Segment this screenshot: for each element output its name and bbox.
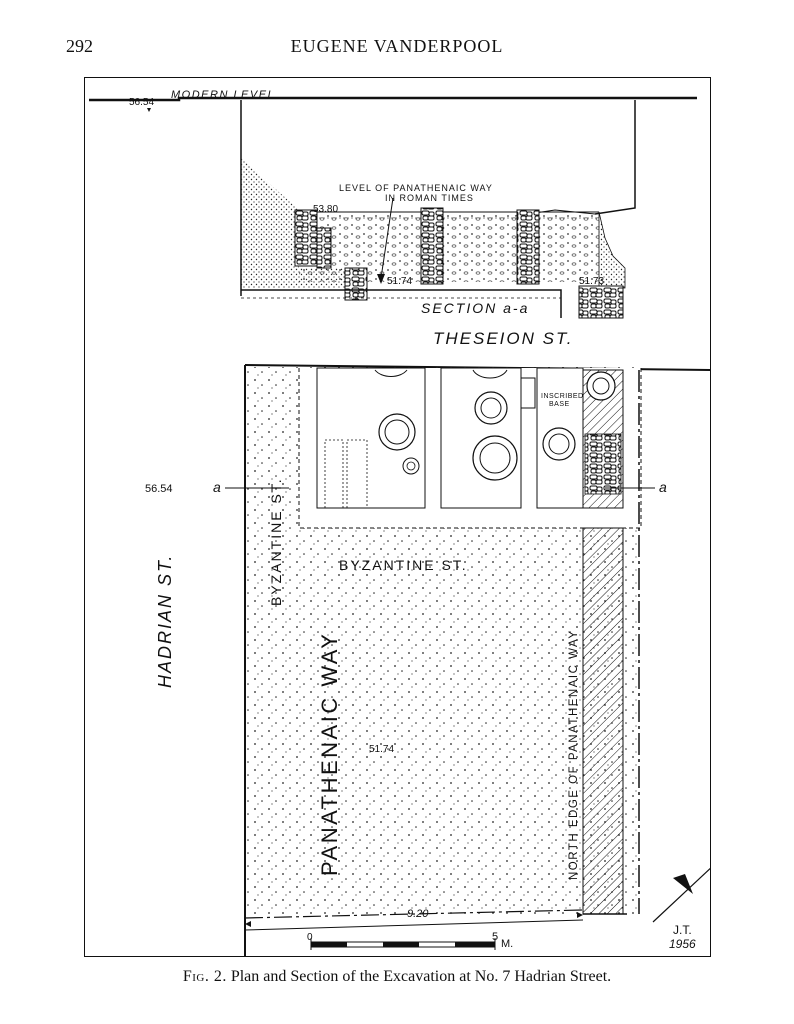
inscribed-base-label-line2: BASE <box>549 401 570 408</box>
north-arrow <box>652 867 710 923</box>
wall-stones-2 <box>316 227 332 269</box>
figure-caption: Fig. 2. Plan and Section of the Excavati… <box>0 968 794 986</box>
panathenaic-way-label: PANATHENAIC WAY <box>317 632 342 876</box>
scale-unit-label: M. <box>501 938 513 950</box>
theseion-street-label: THESEION ST. <box>433 329 574 348</box>
modern-level-label: MODERN LEVEL <box>171 89 275 101</box>
inscribed-base-stones <box>584 433 622 495</box>
caption-text: Plan and Section of the Excavation at No… <box>230 968 612 985</box>
page-number: 292 <box>66 36 93 56</box>
wall-stones-3 <box>344 267 368 301</box>
inscribed-base-label-line1: INSCRIBED <box>541 393 584 400</box>
plan-and-section-drawing: 56.54 MODERN LEVEL LEVEL OF PANATHENAIC … <box>89 89 710 956</box>
byzantine-street-horizontal-label: BYZANTINE ST. <box>339 557 468 573</box>
room-2 <box>440 367 522 509</box>
section-fill-left <box>241 158 347 288</box>
elevation-56-54-plan: 56.54 <box>145 483 173 495</box>
section-drawing: 56.54 MODERN LEVEL LEVEL OF PANATHENAIC … <box>89 89 697 319</box>
modern-level-value: 56.54 <box>129 97 154 108</box>
well-1 <box>378 413 416 451</box>
elevation-51-74-section: 51.74 <box>387 276 412 287</box>
drawing-year: 1956 <box>669 937 696 951</box>
section-marker-left: a <box>213 479 221 495</box>
byzantine-street-vertical-label: BYZANTINE ST. <box>268 477 284 606</box>
draftsman-initials: J.T. <box>673 923 692 937</box>
north-edge-label: NORTH EDGE OF PANATHENAIC WAY <box>568 629 580 880</box>
well-2 <box>402 457 420 475</box>
section-marker-right: a <box>659 479 667 495</box>
well-5 <box>542 427 576 461</box>
elevation-51-73: 51.73 <box>579 276 604 287</box>
hadrian-street-label: HADRIAN ST. <box>155 554 175 688</box>
scale-zero-label: 0 <box>307 932 313 943</box>
wall-stones-4 <box>420 207 444 285</box>
elevation-53-80: 53.80 <box>313 204 338 215</box>
panathenaic-level-label-line2: IN ROMAN TIMES <box>385 193 474 203</box>
scale-bar <box>310 938 496 950</box>
plan-drawing <box>225 364 710 956</box>
scale-five-label: 5 <box>492 931 498 943</box>
panathenaic-level-label-line1: LEVEL OF PANATHENAIC WAY <box>339 183 493 193</box>
figure-label: Fig. 2. <box>182 968 227 985</box>
well-4 <box>472 435 518 481</box>
room-1 <box>316 367 426 509</box>
section-a-a-label: SECTION a-a <box>421 300 529 316</box>
figure-frame: 56.54 MODERN LEVEL LEVEL OF PANATHENAIC … <box>84 77 711 957</box>
modern-level-line <box>89 96 697 102</box>
well-3 <box>474 391 508 425</box>
well-6 <box>586 371 616 401</box>
dimension-9-20: 9.20 <box>407 908 429 920</box>
level-pointer-arrow <box>380 197 394 279</box>
wall-stones-5 <box>516 209 540 285</box>
wall-stones-right <box>578 285 624 319</box>
section-fill-layers <box>299 212 599 282</box>
elevation-51-74-plan: 51.74 <box>369 744 394 755</box>
running-head: EUGENE VANDERPOOL <box>290 36 504 56</box>
wall-stones-1 <box>294 209 318 267</box>
north-edge-hatched-band <box>582 527 624 915</box>
